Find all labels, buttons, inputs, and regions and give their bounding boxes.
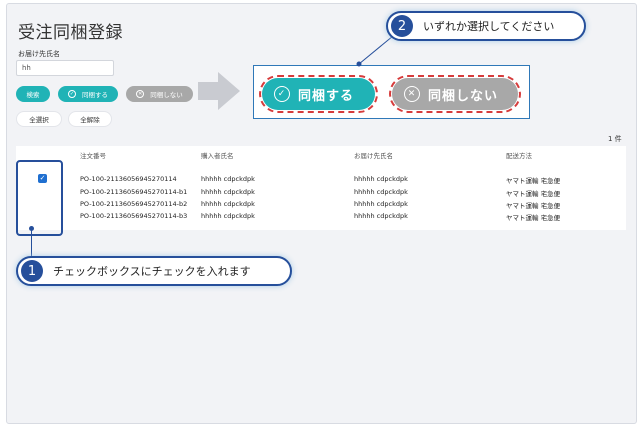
orders-table	[16, 146, 626, 230]
step-2-badge: 2	[391, 15, 413, 37]
cell-purchaser-name: hhhhh cdpckdpk	[201, 188, 255, 196]
cell-recipient-name: hhhhh cdpckdpk	[354, 200, 408, 208]
check-circle-icon: ✓	[274, 86, 290, 102]
header-order-number: 注文番号	[80, 152, 106, 160]
cell-order-number: PO-100-21136056945270114-b1	[80, 188, 188, 196]
callout-connector	[356, 35, 394, 67]
cell-recipient-name: hhhhh cdpckdpk	[354, 212, 408, 220]
row-checkbox[interactable]: ✓	[38, 174, 47, 183]
callout-step-1: 1 チェックボックスにチェックを入れます	[16, 256, 292, 286]
cell-order-number: PO-100-21136056945270114	[80, 175, 177, 183]
cell-shipping-method: ヤマト運輸 宅急便	[506, 177, 561, 185]
no-bundle-button-label: 同梱しない	[150, 91, 183, 99]
right-arrow-icon	[198, 72, 240, 110]
header-recipient-name: お届け先氏名	[354, 152, 393, 160]
select-all-button[interactable]: 全選択	[16, 111, 62, 127]
cell-order-number: PO-100-21136056945270114-b2	[80, 200, 188, 208]
zoom-bundle-button[interactable]: ✓ 同梱する	[259, 75, 378, 113]
zoom-bundle-label: 同梱する	[298, 88, 355, 104]
bundle-button-label: 同梱する	[82, 91, 108, 99]
step-1-text: チェックボックスにチェックを入れます	[53, 265, 251, 278]
cell-purchaser-name: hhhhh cdpckdpk	[201, 175, 255, 183]
cell-shipping-method: ヤマト運輸 宅急便	[506, 190, 561, 198]
cell-shipping-method: ヤマト運輸 宅急便	[506, 214, 561, 222]
cell-purchaser-name: hhhhh cdpckdpk	[201, 200, 255, 208]
check-circle-icon: ✓	[68, 90, 76, 98]
cell-purchaser-name: hhhhh cdpckdpk	[201, 212, 255, 220]
cross-circle-icon: ✕	[136, 90, 145, 98]
step-2-text: いずれか選択してください	[423, 20, 555, 33]
cell-recipient-name: hhhhh cdpckdpk	[354, 175, 408, 183]
callout-connector	[31, 228, 32, 258]
header-shipping-method: 配送方法	[506, 152, 532, 160]
recipient-name-input[interactable]: hh	[16, 60, 114, 76]
cell-shipping-method: ヤマト運輸 宅急便	[506, 202, 561, 210]
callout-step-2: 2 いずれか選択してください	[386, 11, 586, 41]
checkbox-highlight-box	[16, 160, 63, 236]
callout-dot	[29, 226, 34, 231]
step-1-badge: 1	[21, 260, 43, 282]
search-button[interactable]: 検索	[16, 86, 50, 102]
zoom-no-bundle-button[interactable]: ✕ 同梱しない	[389, 75, 521, 113]
no-bundle-button[interactable]: ✕ 同梱しない	[126, 86, 193, 102]
header-purchaser-name: 購入者氏名	[201, 152, 234, 160]
cell-order-number: PO-100-21136056945270114-b3	[80, 212, 188, 220]
deselect-all-button[interactable]: 全解除	[68, 111, 112, 127]
page-title: 受注同梱登録	[18, 23, 123, 43]
cell-recipient-name: hhhhh cdpckdpk	[354, 188, 408, 196]
zoom-no-bundle-label: 同梱しない	[428, 88, 499, 104]
cross-circle-icon: ✕	[404, 86, 420, 102]
recipient-name-label: お届け先氏名	[18, 50, 60, 58]
bundle-button[interactable]: ✓ 同梱する	[58, 86, 118, 102]
result-count: 1 件	[608, 135, 622, 143]
